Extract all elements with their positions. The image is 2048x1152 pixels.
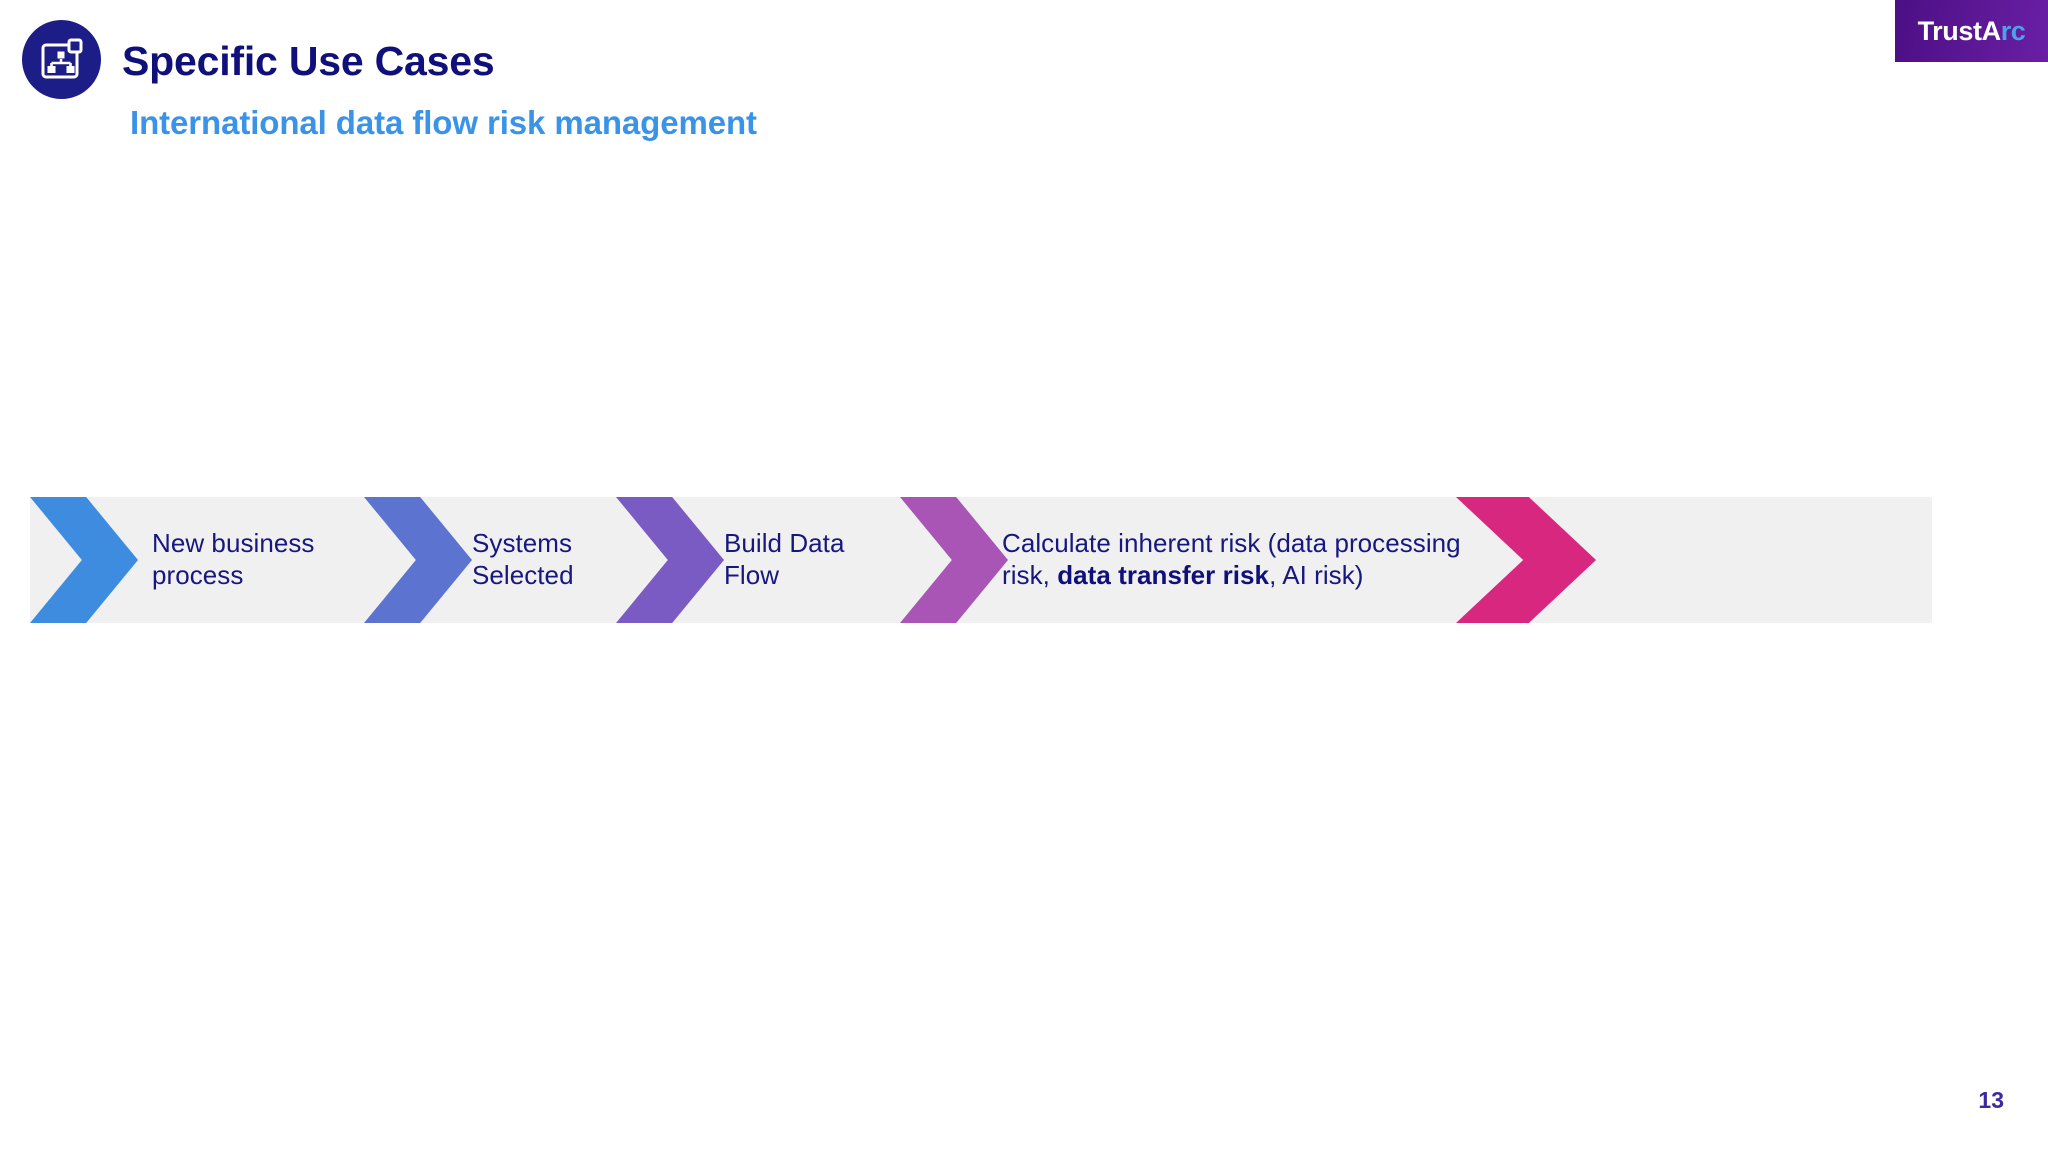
page-number: 13 <box>1978 1087 2004 1113</box>
process-flow-diagram: New business process Systems Selected Bu… <box>0 497 2048 623</box>
flow-step-label-4: Calculate inherent risk (data processing… <box>1002 497 1462 623</box>
flow-step-1-line2: process <box>152 560 244 590</box>
trustarc-wordmark: TrustArc <box>1917 15 2026 46</box>
page-title: Specific Use Cases <box>122 38 495 84</box>
flow-step-label-2: Systems Selected <box>472 497 682 623</box>
sitemap-diagram-icon <box>22 20 101 99</box>
trustarc-logo: TrustArc <box>1895 0 2048 62</box>
flow-step-2-line1: Systems <box>472 528 573 559</box>
flow-step-label-1: New business process <box>152 497 372 623</box>
flow-step-4-line2-pre: risk, <box>1002 560 1058 590</box>
flow-step-2-line2: Selected <box>472 560 574 590</box>
flow-step-label-3: Build Data Flow <box>724 497 934 623</box>
flow-step-4-line1: Calculate inherent risk (data processing <box>1002 528 1461 559</box>
flow-step-4-line2-post: , AI risk) <box>1269 560 1364 590</box>
flow-step-3-line2: Flow <box>724 560 780 590</box>
wordmark-main: TrustA <box>1917 15 2002 46</box>
flow-step-4-bold-term: data transfer risk <box>1057 560 1270 590</box>
wordmark-accent: rc <box>2000 15 2026 46</box>
page-subtitle: International data flow risk management <box>130 104 757 141</box>
flow-step-1-line1: New business <box>152 528 315 559</box>
flow-step-3-line1: Build Data <box>724 528 845 559</box>
